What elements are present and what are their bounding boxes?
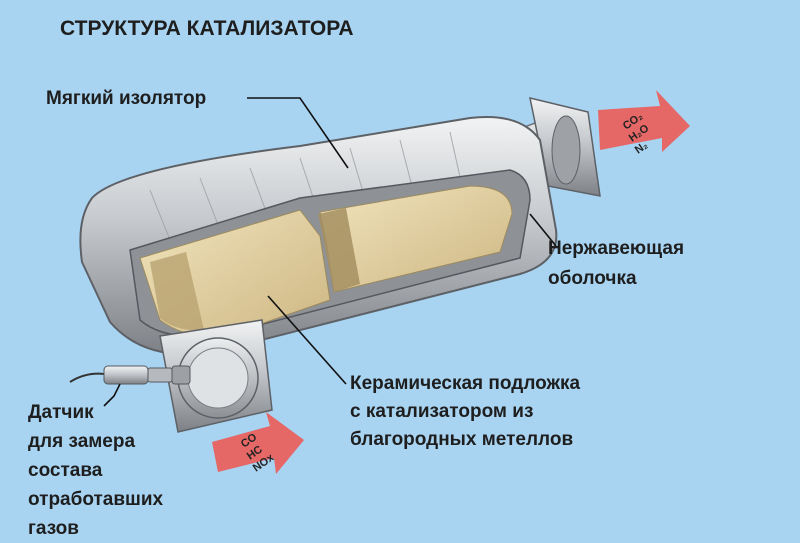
label-ceramic-substrate: Керамическая подложка с катализатором из… — [350, 370, 580, 454]
inlet-gas-arrow — [212, 412, 304, 474]
label-line: благородных метеллов — [350, 429, 574, 450]
label-gas-sensor: Датчик для замера состава отработавших г… — [28, 398, 163, 543]
label-line: Датчик — [28, 402, 94, 423]
ceramic-substrate — [139, 185, 513, 338]
label-soft-insulator: Мягкий изолятор — [46, 88, 207, 109]
label-line: для замера — [28, 431, 136, 452]
label-stainless-shell: Нержавеющая оболочка — [548, 234, 684, 294]
label-line: Керамическая подложка — [350, 373, 581, 394]
label-line: с катализатором из — [350, 401, 534, 422]
label-line: Нержавеющая — [548, 238, 685, 259]
label-line: оболочка — [548, 268, 637, 289]
page-title: СТРУКТУРА КАТАЛИЗАТОРА — [60, 17, 354, 40]
inlet-pipe — [159, 319, 273, 433]
label-line: газов — [28, 518, 79, 539]
label-line: отработавших — [28, 489, 164, 510]
outlet-gas-arrow — [598, 90, 690, 152]
leader-lines — [103, 97, 557, 407]
oxygen-sensor — [69, 365, 191, 385]
label-line: состава — [28, 460, 103, 481]
